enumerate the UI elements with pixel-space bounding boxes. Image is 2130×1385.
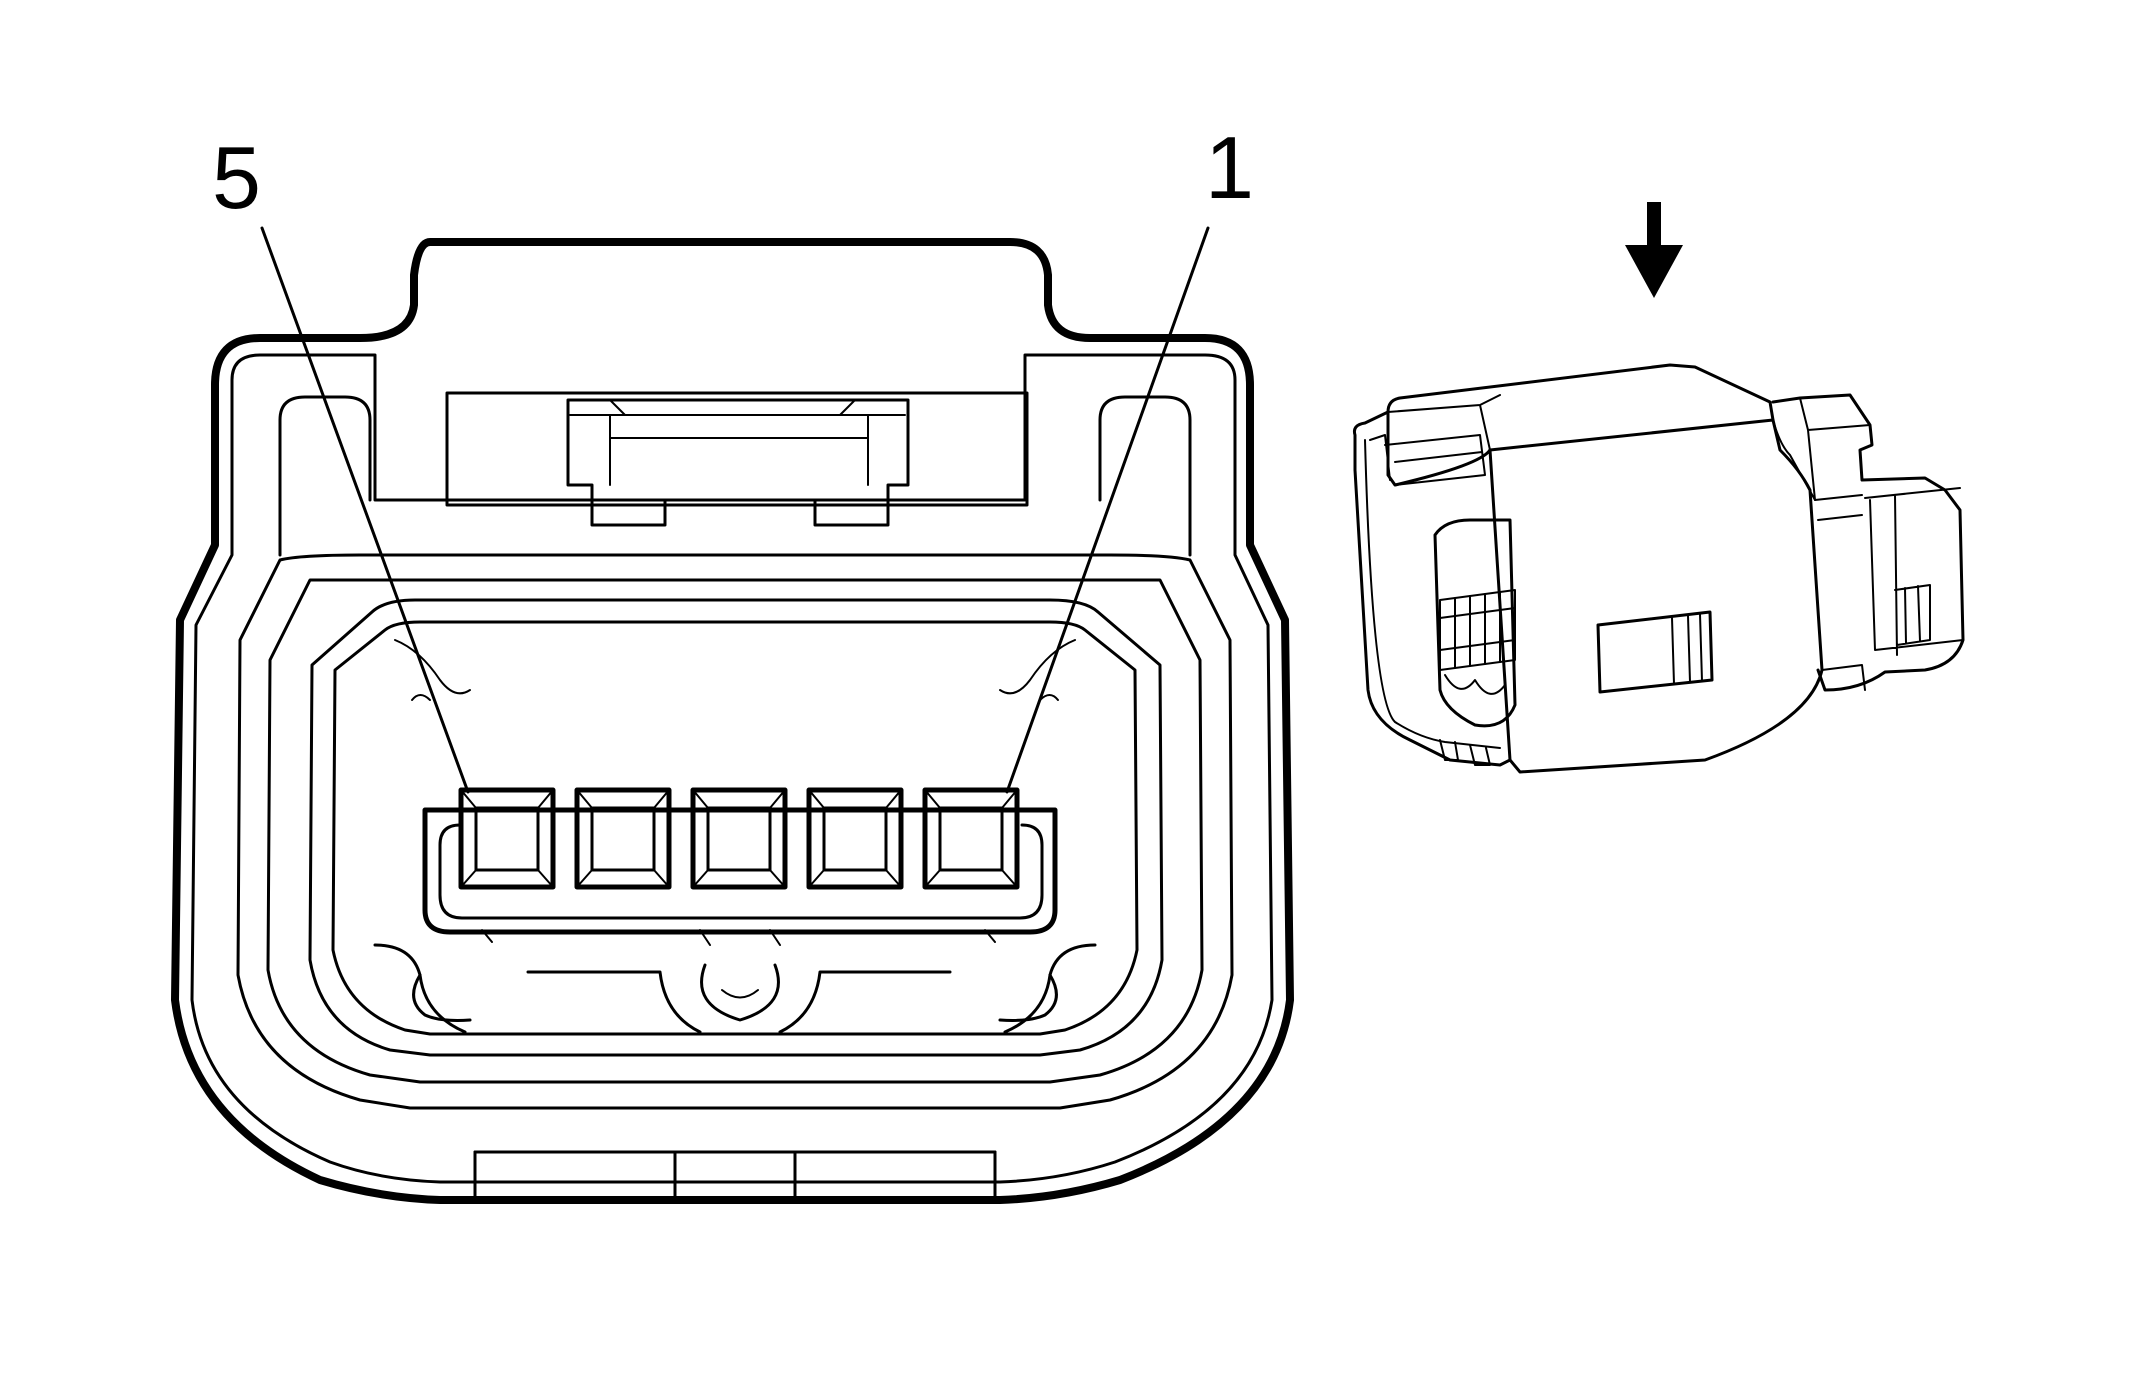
connector-outer-housing [171,237,1294,1204]
leader-line-pin-5 [260,226,470,794]
iso-latch-bar [1384,434,1486,486]
connector-isometric-view [1353,363,1965,774]
cavity-rib-left [394,639,471,695]
iso-front-face [1353,410,1512,767]
connector-housing-contour [190,353,1274,1184]
iso-front-face-inner [1364,434,1501,749]
cavity-contour [331,620,1139,1036]
terminal-pin-2 [806,787,904,890]
right-latch-post [1098,395,1192,557]
bottom-lock-strip [473,1150,997,1202]
cavity-rib-right [999,639,1076,695]
seal-ring-middle [266,578,1204,1084]
iso-bottom-tabs [1439,739,1491,766]
iso-rear-cap-details [1799,397,1964,656]
iso-body-shoulder [1772,419,1816,501]
seal-ring-outer [236,553,1234,1110]
terminal-cavities [458,787,1020,890]
seal-ring-inner [308,598,1164,1057]
iso-rear-cap-collar [1814,494,1866,691]
bottom-keying-dashes [481,929,996,999]
terminal-pin-1 [922,787,1020,890]
latch-tab [566,398,910,527]
arrow-down-icon [1625,202,1683,298]
leader-line-pin-1 [1005,226,1210,794]
iso-cavity-opening [1433,518,1517,728]
pin-label-5: 5 [212,128,261,227]
bottom-keying-curves [412,963,1058,1022]
iso-terminal-slots [1439,589,1516,695]
terminal-row-frame-outer [422,807,1058,935]
terminal-row-frame-inner [438,823,1044,920]
pin-callouts: 5 1 [212,118,1254,794]
iso-side-window [1596,610,1714,694]
iso-body-top [1386,363,1775,422]
terminal-pin-3 [690,787,788,890]
connector-face-view [171,237,1294,1204]
iso-rear-cap [1771,393,1965,692]
terminal-pin-4 [574,787,672,890]
iso-body-right-face [1488,418,1824,774]
pin-label-1: 1 [1205,118,1254,217]
latch-window [445,391,1029,507]
left-latch-post [278,395,372,557]
latch-tab-inner [569,399,906,486]
cavity-notch-left [411,694,431,701]
terminal-pin-5 [458,787,556,890]
